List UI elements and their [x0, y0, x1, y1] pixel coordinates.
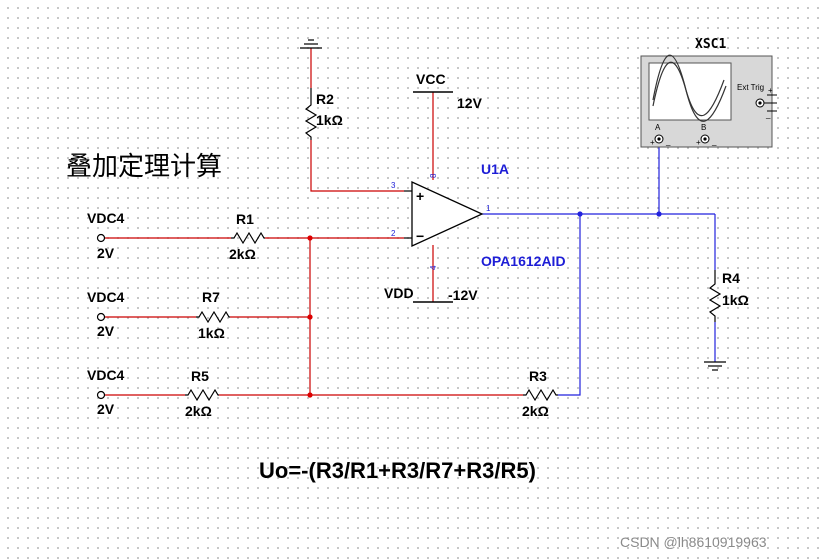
vcc-supply[interactable]: VCC 12V	[413, 71, 483, 111]
junction-dot	[656, 211, 662, 217]
opamp-part: OPA1612AID	[481, 253, 566, 269]
vdd-supply[interactable]: VDD -12V	[384, 285, 478, 303]
r7-value: 1kΩ	[198, 325, 225, 341]
channel-b-label: B	[701, 123, 706, 132]
source-terminal-icon	[96, 390, 106, 400]
opamp-minus-sign: −	[416, 228, 424, 244]
vdd-name: VDD	[384, 285, 414, 301]
formula-text: Uo=-(R3/R1+R3/R7+R3/R5)	[259, 458, 536, 483]
red-wires	[104, 48, 523, 396]
red-junctions	[307, 235, 313, 398]
resistor-r4[interactable]: R4 1kΩ	[708, 270, 749, 322]
r1-value: 2kΩ	[229, 246, 256, 262]
channel-b-minus: _	[711, 137, 717, 146]
opamp-u1a[interactable]: + − 3 2 1 8 4 U1A OPA1612AID	[391, 161, 566, 270]
vcc-name: VCC	[416, 71, 446, 87]
channel-a-label: A	[655, 123, 661, 132]
resistor-r5[interactable]: R5 2kΩ	[185, 368, 219, 419]
channel-a-plus: +	[650, 138, 655, 147]
source-terminal-icon	[96, 312, 106, 322]
source-terminal-icon	[96, 233, 106, 243]
vcc-value: 12V	[457, 95, 483, 111]
resistor-zigzag-icon	[523, 388, 558, 402]
junction-dot	[307, 314, 313, 320]
opamp-triangle-icon	[411, 180, 484, 248]
source-3-name: VDC4	[87, 367, 125, 383]
source-1-value: 2V	[97, 245, 115, 261]
scope-name: XSC1	[695, 37, 726, 52]
pin-out: 1	[486, 204, 491, 213]
junction-dot	[577, 211, 583, 217]
wire-feedback	[558, 214, 581, 396]
resistor-zigzag-icon	[196, 310, 230, 324]
opamp-plus-sign: +	[416, 188, 424, 204]
scope-trace-icon	[652, 61, 727, 122]
r1-name: R1	[236, 211, 254, 227]
pin-noninv: 3	[391, 181, 396, 190]
pin-vminus: 4	[429, 265, 438, 270]
ext-trig-plus: +	[768, 86, 773, 95]
ground-top-icon	[300, 39, 322, 49]
resistor-zigzag-icon	[304, 88, 318, 140]
dc-source-3[interactable]: VDC4 2V	[87, 367, 125, 417]
source-3-value: 2V	[97, 401, 115, 417]
channel-a-minus: _	[665, 137, 671, 146]
resistor-r3[interactable]: R3 2kΩ	[522, 368, 558, 419]
source-1-name: VDC4	[87, 210, 125, 226]
ground-bottom-icon	[704, 361, 726, 371]
scope-screen	[648, 62, 732, 121]
wire-r2-noninv	[310, 140, 404, 192]
r4-name: R4	[722, 270, 740, 286]
pin-inv: 2	[391, 229, 396, 238]
scope-ext-trig: Ext Trig	[737, 83, 764, 92]
r2-name: R2	[316, 91, 334, 107]
oscilloscope-xsc1[interactable]: XSC1 Ext Trig + _ A + _ B + _	[640, 37, 777, 148]
r7-name: R7	[202, 289, 220, 305]
vdd-value: -12V	[448, 287, 478, 303]
r3-name: R3	[529, 368, 547, 384]
r3-value: 2kΩ	[522, 403, 549, 419]
dc-source-1[interactable]: VDC4 2V	[87, 210, 125, 261]
resistor-zigzag-icon	[185, 388, 219, 402]
junction-dot	[307, 392, 313, 398]
blue-wires	[482, 145, 716, 396]
ext-trig-minus: _	[765, 110, 771, 119]
resistor-zigzag-icon	[708, 270, 722, 322]
resistor-r2[interactable]: R2 1kΩ	[304, 88, 343, 140]
resistor-zigzag-icon	[231, 231, 265, 245]
r5-name: R5	[191, 368, 209, 384]
source-2-name: VDC4	[87, 289, 125, 305]
channel-b-plus: +	[696, 138, 701, 147]
pin-vplus: 8	[429, 173, 438, 178]
r4-value: 1kΩ	[722, 292, 749, 308]
source-2-value: 2V	[97, 323, 115, 339]
opamp-ref: U1A	[481, 161, 509, 177]
r5-value: 2kΩ	[185, 403, 212, 419]
resistor-r1[interactable]: R1 2kΩ	[229, 211, 265, 262]
junction-dot	[307, 235, 313, 241]
watermark: CSDN @lh8610919963	[620, 534, 767, 550]
r2-value: 1kΩ	[316, 112, 343, 128]
dc-source-2[interactable]: VDC4 2V	[87, 289, 125, 339]
diagram-title: 叠加定理计算	[66, 152, 222, 182]
blue-junctions	[577, 211, 662, 217]
resistor-r7[interactable]: R7 1kΩ	[196, 289, 230, 341]
